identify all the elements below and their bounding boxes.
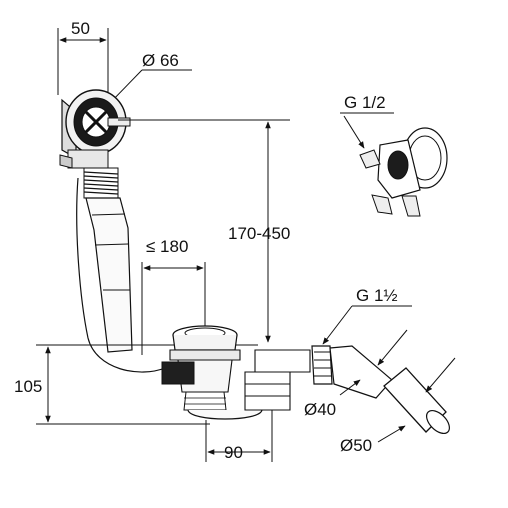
label-thread-small: G 1/2 [344,93,386,112]
dimension-max-depth: ≤ 180 [141,237,206,355]
label-height-trap: 105 [14,377,42,396]
outlet-pipe [311,345,451,435]
drain-body [161,325,311,420]
dimension-height-range: 170-450 [228,121,290,343]
flex-hose [76,167,166,373]
dimension-overflow-diameter: Ø 66 [107,51,192,106]
label-overflow-diameter: Ø 66 [142,51,179,70]
detail-thread-small: G 1/2 [340,93,448,217]
label-thread-large: G 1½ [356,286,398,305]
label-max-depth: ≤ 180 [146,237,188,256]
overflow-head [59,89,290,169]
label-height-range: 170-450 [228,224,290,243]
dimension-outlet-diameters: Ø40 Ø50 [304,329,456,455]
dimension-height-trap: 105 [14,346,51,423]
dimension-width-top: 50 [57,19,109,95]
label-outlet-d40: Ø40 [304,400,336,419]
label-spacing-bottom: 90 [224,443,243,462]
dimension-thread-large: G 1½ [322,286,412,345]
label-width-top: 50 [71,19,90,38]
label-outlet-d50: Ø50 [340,436,372,455]
dimension-spacing-bottom: 90 [205,410,273,462]
